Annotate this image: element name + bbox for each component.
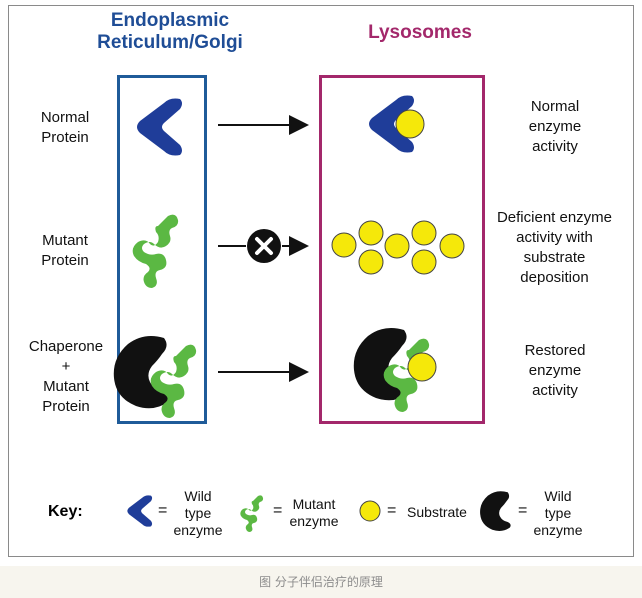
- substrate-icon: [358, 249, 384, 275]
- key-equals: =: [518, 502, 528, 519]
- result-deficient-activity: Deficient enzyme activity with substrate…: [496, 209, 613, 286]
- substrate-icon: [439, 233, 465, 259]
- substrate-icon: [358, 220, 384, 246]
- substrate-deposits: [331, 220, 465, 275]
- key-label-wild-type-enzyme: Wild type enzyme: [173, 488, 223, 538]
- row-chaperone: [113, 328, 437, 418]
- row-normal: [137, 95, 425, 156]
- row-label-chaperone-mutant: Chaperone + Mutant Protein: [28, 338, 104, 415]
- key-equals: =: [387, 502, 397, 519]
- er-golgi-box: [117, 75, 207, 424]
- key-substrate-icon: [359, 500, 381, 522]
- result-normal-activity: Normal enzyme activity: [528, 98, 582, 155]
- substrate-icon: [384, 233, 410, 259]
- lysosomes-header: Lysosomes: [368, 22, 472, 43]
- key-title: Key:: [48, 503, 83, 520]
- substrate-icon: [411, 249, 437, 275]
- lysosome-box: [319, 75, 485, 424]
- result-restored-activity: Restored enzyme activity: [524, 342, 586, 399]
- key-label-substrate: Substrate: [407, 504, 467, 520]
- substrate-icon: [395, 109, 425, 139]
- wild-type-enzyme-icon: [137, 98, 182, 156]
- caption-bar: [0, 566, 642, 598]
- substrate-icon: [411, 220, 437, 246]
- row-mutant: [132, 214, 465, 288]
- key-mutant-enzyme-icon: [240, 495, 264, 532]
- row-label-mutant-protein: Mutant Protein: [41, 232, 89, 269]
- row-label-normal-protein: Normal Protein: [40, 109, 90, 146]
- substrate-icon: [331, 232, 357, 258]
- key-label-mutant-enzyme: Mutant enzyme: [289, 496, 339, 529]
- x-mark-icon: [255, 237, 273, 255]
- key-equals: =: [273, 502, 283, 519]
- key-wild-type-enzyme-icon: [127, 495, 153, 527]
- key-equals: =: [158, 502, 168, 519]
- figure-caption: 图 分子伴侣治疗的原理: [259, 575, 383, 589]
- key-label-wild-type-enzyme-2: Wild type enzyme: [533, 488, 583, 538]
- er-golgi-header: Endoplasmic Reticulum/Golgi: [97, 10, 243, 53]
- key-icons: [127, 491, 511, 532]
- substrate-icon: [407, 352, 437, 382]
- mutant-enzyme-icon: [132, 214, 179, 288]
- key-chaperone-icon: [480, 491, 511, 531]
